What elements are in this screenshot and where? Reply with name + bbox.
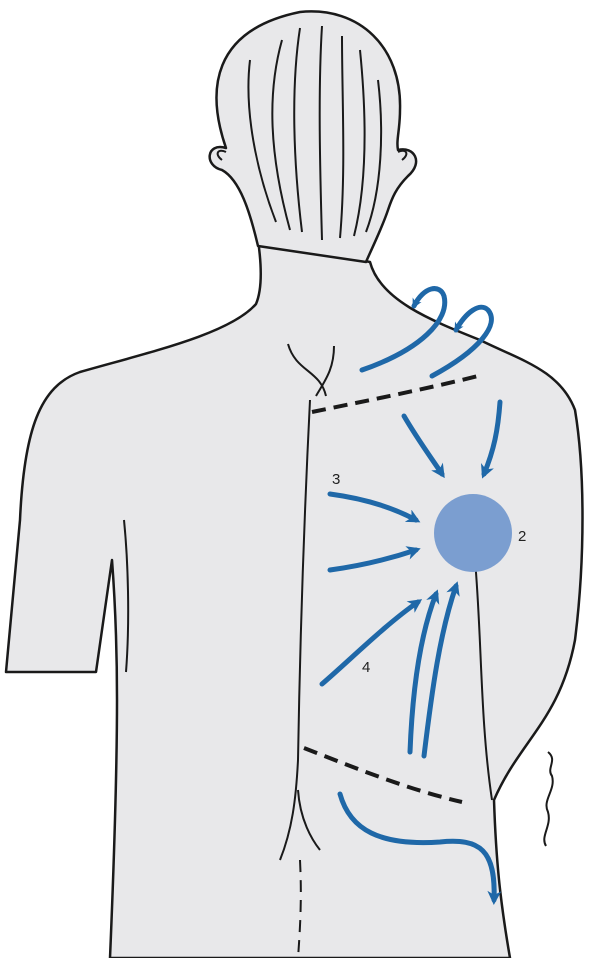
torso-figure: [6, 11, 583, 958]
label-node: 2: [518, 528, 526, 545]
label-arrow-4: 4: [362, 659, 370, 676]
label-arrow-3: 3: [332, 471, 340, 488]
torso-outline: [6, 240, 583, 958]
head-outline: [210, 11, 416, 262]
lymph-node: [434, 494, 512, 572]
